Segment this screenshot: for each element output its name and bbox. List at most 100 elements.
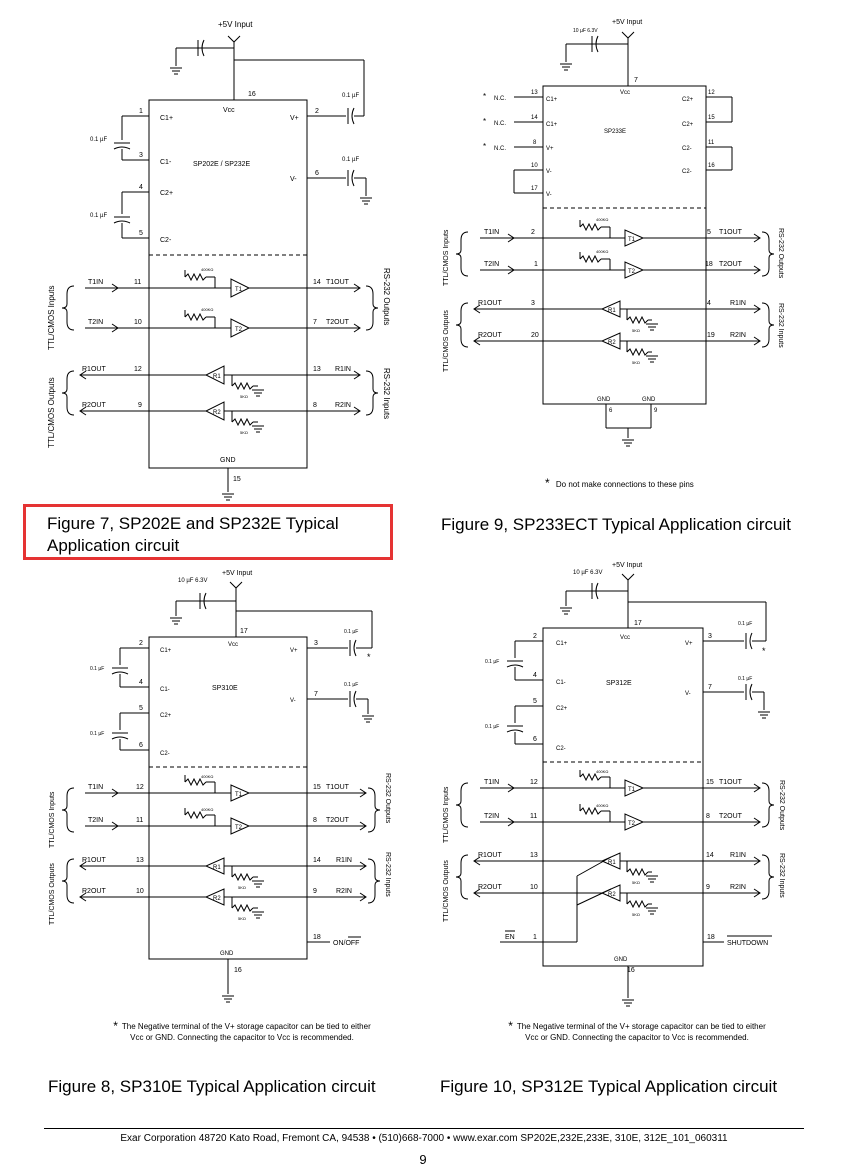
chip-body (148, 99, 308, 469)
svg-text:T2OUT: T2OUT (719, 261, 743, 268)
fig10-note-text: The Negative terminal of the V+ storage … (516, 1022, 766, 1042)
svg-text:5KΩ: 5KΩ (240, 394, 248, 399)
svg-text:16: 16 (234, 967, 242, 974)
svg-text:C1-: C1- (160, 687, 170, 693)
svg-text:C2+: C2+ (682, 122, 694, 128)
svg-text:T1IN: T1IN (88, 279, 103, 286)
svg-text:3: 3 (314, 640, 318, 647)
svg-text:*: * (483, 117, 486, 126)
svg-text:C1+: C1+ (546, 122, 558, 128)
svg-text:5KΩ: 5KΩ (238, 916, 246, 921)
svg-text:V+: V+ (290, 115, 299, 122)
svg-text:R2OUT: R2OUT (82, 402, 106, 409)
fig8-storage-note: *The Negative terminal of the V+ storage… (112, 1020, 372, 1043)
svg-text:TTL/CMOS Inputs: TTL/CMOS Inputs (443, 786, 450, 843)
figure-7-caption: Figure 7, SP202E and SP232E Typical Appl… (47, 514, 339, 555)
fig9-note-text: Do not make connections to these pins (555, 480, 694, 489)
svg-text:0.1 µF: 0.1 µF (342, 157, 359, 163)
svg-text:10: 10 (531, 163, 538, 169)
svg-text:RS-232 Outputs: RS-232 Outputs (382, 268, 391, 325)
svg-text:N.C.: N.C. (494, 121, 506, 127)
svg-text:GND: GND (220, 951, 234, 957)
svg-text:4: 4 (139, 184, 143, 191)
svg-text:C1+: C1+ (160, 648, 172, 654)
svg-text:R1OUT: R1OUT (82, 857, 106, 864)
svg-text:5KΩ: 5KΩ (240, 430, 248, 435)
svg-text:T2IN: T2IN (88, 319, 103, 326)
svg-text:0.1 µF: 0.1 µF (485, 724, 499, 730)
svg-text:+5V Input: +5V Input (222, 570, 252, 577)
svg-text:R2: R2 (608, 892, 616, 898)
svg-text:*: * (483, 92, 486, 101)
page-number: 9 (419, 1152, 427, 1167)
svg-text:C1-: C1- (160, 159, 172, 166)
svg-text:C1+: C1+ (546, 97, 558, 103)
svg-text:C2-: C2- (160, 751, 170, 757)
svg-text:TTL/CMOS Inputs: TTL/CMOS Inputs (47, 286, 56, 350)
svg-text:RS-232 Outputs: RS-232 Outputs (778, 780, 785, 831)
svg-text:16: 16 (708, 163, 715, 169)
svg-text:2: 2 (139, 640, 143, 647)
svg-text:RS-232 Outputs: RS-232 Outputs (384, 773, 391, 824)
svg-text:0.1 µF: 0.1 µF (344, 682, 358, 688)
svg-text:10: 10 (134, 319, 142, 326)
svg-text:SP312E: SP312E (606, 680, 632, 687)
svg-text:3: 3 (139, 152, 143, 159)
svg-text:15: 15 (233, 476, 241, 483)
svg-text:11: 11 (136, 817, 143, 824)
svg-text:GND: GND (614, 957, 628, 963)
svg-text:N.C.: N.C. (494, 146, 506, 152)
svg-text:0.1 µF: 0.1 µF (342, 93, 359, 99)
svg-text:*: * (367, 652, 371, 662)
svg-text:RS-232 Outputs: RS-232 Outputs (777, 228, 784, 279)
svg-text:GND: GND (597, 397, 611, 403)
svg-text:T2OUT: T2OUT (326, 817, 350, 824)
svg-text:0.1 µF: 0.1 µF (485, 659, 499, 665)
svg-text:RS-232 Inputs: RS-232 Inputs (777, 303, 784, 348)
svg-text:6: 6 (139, 742, 143, 749)
svg-text:GND: GND (642, 397, 656, 403)
svg-text:T1IN: T1IN (484, 779, 499, 786)
svg-text:T2: T2 (235, 327, 243, 333)
svg-text:400KΩ: 400KΩ (596, 803, 608, 808)
svg-text:5: 5 (139, 705, 143, 712)
svg-text:T2: T2 (628, 269, 636, 275)
svg-text:9: 9 (138, 402, 142, 409)
svg-text:1: 1 (139, 108, 143, 115)
svg-text:0.1 µF: 0.1 µF (90, 213, 107, 219)
svg-text:400KΩ: 400KΩ (201, 774, 213, 779)
svg-text:0.1 µF: 0.1 µF (738, 621, 752, 627)
svg-text:T1: T1 (628, 787, 636, 793)
svg-text:5KΩ: 5KΩ (632, 360, 640, 365)
caption-highlight-box (23, 504, 393, 560)
svg-text:18: 18 (705, 261, 713, 268)
svg-text:TTL/CMOS Outputs: TTL/CMOS Outputs (47, 377, 56, 448)
svg-text:R1IN: R1IN (730, 300, 746, 307)
svg-text:T1OUT: T1OUT (719, 779, 743, 786)
svg-text:9: 9 (654, 408, 658, 414)
svg-text:*: * (762, 646, 766, 656)
svg-text:T1IN: T1IN (484, 229, 499, 236)
svg-text:+5V Input: +5V Input (612, 19, 642, 26)
svg-text:5: 5 (533, 698, 537, 705)
svg-text:5KΩ: 5KΩ (632, 880, 640, 885)
svg-text:6: 6 (609, 408, 613, 414)
svg-text:0.1 µF: 0.1 µF (738, 676, 752, 682)
svg-text:4: 4 (139, 679, 143, 686)
svg-text:16: 16 (627, 967, 635, 974)
footer-text: Exar Corporation 48720 Kato Road, Fremon… (120, 1133, 728, 1144)
svg-text:R1OUT: R1OUT (478, 852, 502, 859)
svg-text:T2: T2 (235, 825, 243, 831)
svg-text:R1: R1 (213, 374, 221, 380)
footer-divider (44, 1128, 804, 1129)
svg-text:Vcc: Vcc (620, 635, 630, 641)
svg-text:R1OUT: R1OUT (82, 366, 106, 373)
svg-text:V-: V- (685, 691, 691, 697)
svg-text:R2OUT: R2OUT (82, 888, 106, 895)
svg-text:400KΩ: 400KΩ (596, 217, 608, 222)
svg-text:R1: R1 (608, 308, 616, 314)
svg-text:C1+: C1+ (556, 641, 568, 647)
svg-text:T1OUT: T1OUT (326, 784, 350, 791)
svg-text:T2OUT: T2OUT (326, 319, 350, 326)
svg-text:6: 6 (533, 736, 537, 743)
